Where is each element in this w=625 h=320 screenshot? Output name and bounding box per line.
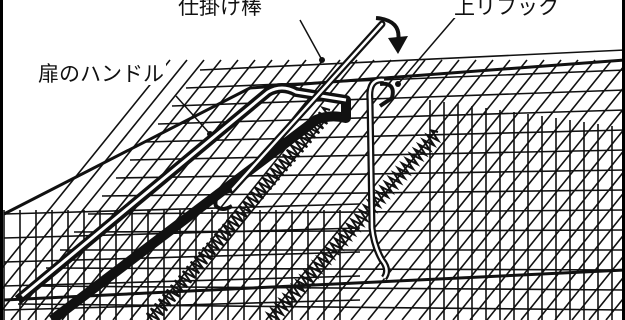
upper-hook-label: 上リフック	[452, 0, 561, 18]
mesh-wire	[248, 59, 460, 320]
mesh-wire	[185, 69, 625, 89]
door-handle-inner	[21, 86, 347, 298]
label-leader-handle	[175, 95, 211, 135]
mesh-wire	[31, 285, 625, 291]
mesh-wire	[3, 227, 361, 239]
frame-bar	[3, 86, 251, 216]
mesh-wire	[27, 59, 239, 320]
right-spring	[264, 128, 442, 320]
door-handle-label: 扉のハンドル	[36, 62, 166, 86]
cage-frame-bars	[3, 58, 625, 302]
frame-bar	[3, 268, 625, 302]
label-dot-rod	[319, 57, 325, 63]
mesh-wire	[143, 129, 625, 143]
mesh-wire	[0, 59, 188, 293]
label-dot-handle	[207, 131, 213, 137]
frame-bar	[249, 58, 625, 90]
mesh-wire	[401, 59, 613, 320]
mesh-wire	[367, 59, 579, 320]
rotate-arrow-head-icon	[388, 36, 408, 54]
mesh-wire	[554, 232, 625, 320]
trigger-rod[interactable]	[213, 20, 386, 211]
mesh-wire	[180, 59, 392, 320]
label-leader-hook	[397, 13, 459, 85]
mesh-wire	[0, 59, 171, 272]
mesh-wire	[571, 253, 625, 320]
upper-hook[interactable]	[366, 76, 395, 281]
mesh-wire	[17, 303, 625, 311]
mesh-wire	[333, 59, 545, 320]
mesh-wire	[0, 59, 205, 314]
label-leader-rod	[299, 19, 323, 61]
mesh-wire	[384, 59, 596, 320]
trigger-rod-label: 仕掛け棒	[176, 0, 264, 18]
mesh-wire	[3, 203, 361, 215]
label-dot-hook	[395, 81, 401, 87]
mesh-wire	[537, 211, 625, 320]
mesh-wire	[87, 209, 625, 215]
mesh-wire	[95, 59, 307, 320]
mesh-wire	[199, 49, 625, 71]
mesh-wire	[3, 251, 361, 263]
mesh-wire	[418, 63, 625, 320]
mesh-wire	[101, 189, 625, 197]
mesh-wire	[214, 59, 426, 320]
mesh-wire	[231, 59, 443, 320]
mesh-wire	[45, 267, 625, 271]
